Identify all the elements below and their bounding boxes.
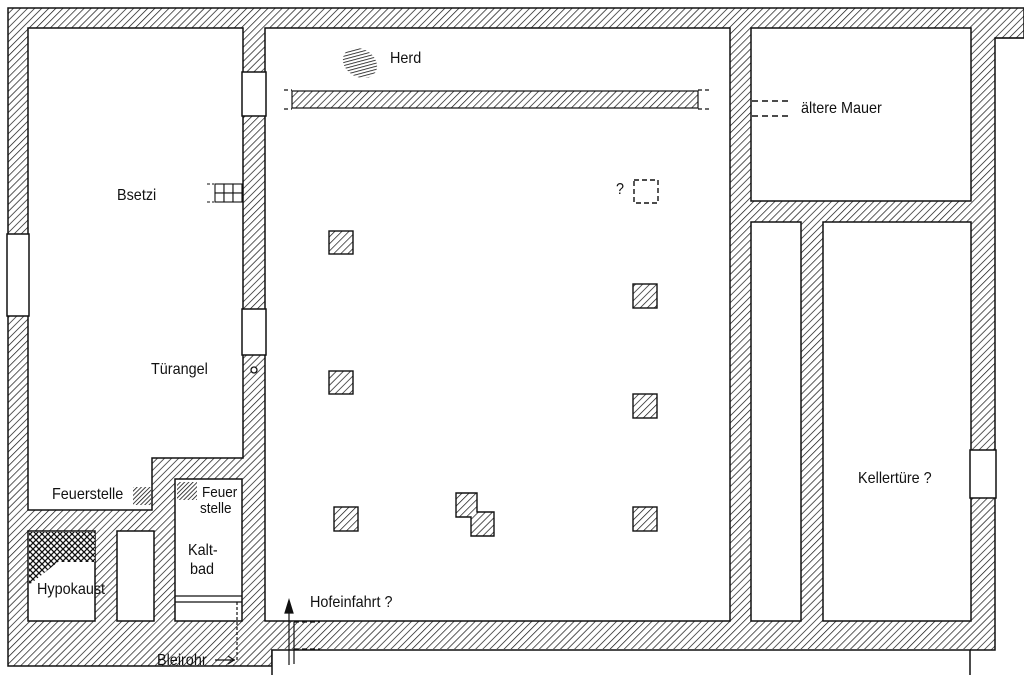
door-pivot — [250, 366, 258, 374]
label-bsetzi: Bsetzi — [117, 187, 157, 204]
pillar-base — [632, 283, 658, 309]
room-bsetzi — [27, 27, 244, 511]
pillar-base-double — [455, 492, 495, 537]
label-hofeinfahrt: Hofeinfahrt ? — [310, 594, 393, 611]
doorway-middle — [241, 308, 267, 356]
label-bleirohr: Bleirohr — [157, 652, 207, 669]
label-turangel: Türangel — [151, 361, 208, 378]
room-small — [116, 530, 155, 622]
feuerstelle-right-mark — [177, 482, 197, 500]
label-feuerstelle-left: Feuerstelle — [52, 486, 124, 503]
pillar-base — [333, 506, 359, 532]
older-wall — [291, 90, 699, 109]
label-feuerstelle-right-1: Feuer — [202, 484, 238, 501]
pillar-base — [328, 230, 354, 255]
label-kaltbad-2: bad — [190, 561, 215, 578]
label-question: ? — [616, 181, 625, 198]
label-hypokaust: Hypokaust — [37, 581, 106, 598]
entry-bottom-right — [272, 649, 970, 675]
label-aeltere-mauer: ältere Mauer — [801, 100, 882, 117]
hypokaust-mark — [29, 532, 95, 585]
room-corridor-right — [750, 221, 802, 622]
pillar-base — [632, 506, 658, 532]
label-feuerstelle-right-2: stelle — [200, 500, 232, 517]
pillar-base-uncertain — [633, 179, 659, 204]
doorway-upper — [241, 71, 267, 117]
kaltbad-basin-edge — [175, 595, 242, 603]
pillar-base — [632, 393, 658, 419]
bottom-outline — [271, 649, 971, 675]
herd-hearth — [342, 47, 378, 79]
label-kellertuere: Kellertüre ? — [858, 470, 932, 487]
bsetzi-paving — [214, 183, 243, 203]
room-courtyard — [264, 27, 731, 622]
hofeinfahrt-arrow — [284, 597, 294, 665]
room-upper-right — [750, 27, 972, 202]
doorway-west — [6, 233, 30, 317]
room-cellar — [822, 221, 972, 622]
label-kaltbad-1: Kalt- — [188, 542, 218, 559]
doorway-cellar — [969, 449, 997, 499]
feuerstelle-left-mark — [133, 487, 151, 505]
pillar-base — [328, 370, 354, 395]
label-herd: Herd — [390, 50, 422, 67]
room-kaltbad — [174, 478, 243, 622]
older-wall-legend — [752, 100, 790, 117]
